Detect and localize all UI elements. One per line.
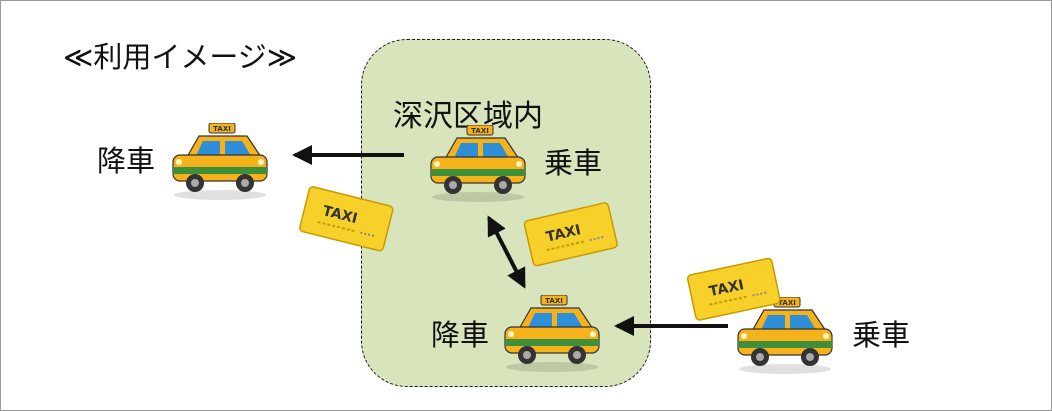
taxi-icon: TAXI: [737, 297, 833, 374]
taxi-sign-text: TAXI: [778, 299, 796, 307]
taxi-sign-text: TAXI: [213, 125, 231, 133]
taxi-sign-text: TAXI: [471, 127, 489, 135]
usage-image-title: ≪利用イメージ≫: [63, 40, 298, 74]
taxi-icon: TAXI: [172, 123, 268, 200]
taxi-icon: TAXI: [430, 125, 526, 202]
label-dropoff-inside: 降車: [431, 318, 490, 352]
label-dropoff-outside: 降車: [97, 144, 156, 178]
label-pickup-outside: 乗車: [852, 318, 911, 352]
taxi-icon: TAXI: [504, 295, 600, 372]
taxi-ticket-icon: TAXI: [686, 257, 781, 321]
ticket-text: TAXI: [545, 222, 583, 246]
taxi-ticket-icon: TAXI: [523, 202, 618, 267]
arrow-bidirectional-inside: [487, 215, 526, 289]
ticket-text: TAXI: [708, 277, 746, 300]
taxi-sign-text: TAXI: [545, 297, 563, 305]
label-pickup-inside: 乗車: [544, 146, 603, 180]
taxi-ticket-icon: TAXI: [299, 186, 394, 252]
